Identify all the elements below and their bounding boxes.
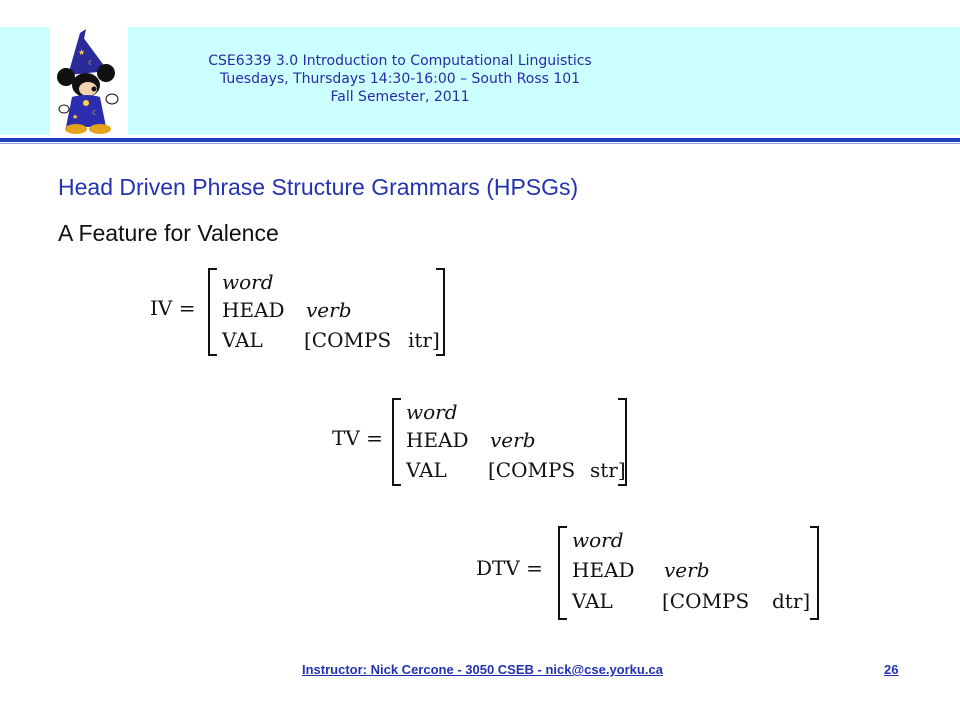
avm-left-bracket (208, 268, 217, 356)
wizard-mouse-logo-icon: ★ ☾ ★ ☾ (50, 27, 128, 135)
header-divider-thin (0, 143, 960, 144)
avm-left-bracket (392, 398, 401, 486)
instructor-contact-link[interactable]: Instructor: Nick Cercone - 3050 CSEB - n… (302, 662, 663, 677)
course-schedule: Tuesdays, Thursdays 14:30-16:00 – South … (219, 71, 581, 87)
avm-comps-val: itr] (408, 328, 440, 352)
avm-head-val: verb (664, 558, 710, 582)
avm-dtv: DTV = word HEAD verb VAL [COMPS dtr] (476, 526, 826, 622)
avm-comps: [COMPS (662, 589, 750, 613)
svg-text:☾: ☾ (92, 109, 98, 117)
avm-head-attr: HEAD (572, 558, 635, 582)
avm-head-val: verb (306, 298, 352, 322)
avm-type: word (406, 400, 458, 424)
page-number-link[interactable]: 26 (884, 662, 899, 677)
avm-val-attr: VAL (222, 328, 263, 352)
avm-type: word (222, 270, 274, 294)
avm-lhs: DTV = (476, 556, 543, 580)
svg-text:★: ★ (72, 113, 78, 121)
svg-text:☾: ☾ (88, 59, 94, 67)
avm-type: word (572, 528, 624, 552)
slide-subtitle: A Feature for Valence (58, 220, 279, 246)
avm-comps-val: str] (590, 458, 626, 482)
avm-head-attr: HEAD (222, 298, 285, 322)
header-band (0, 27, 960, 135)
avm-head-attr: HEAD (406, 428, 469, 452)
avm-right-bracket (618, 398, 627, 486)
course-info: CSE6339 3.0 Introduction to Computationa… (130, 52, 670, 106)
avm-val-attr: VAL (572, 589, 613, 613)
avm-comps: [COMPS (488, 458, 576, 482)
avm-lhs: IV = (150, 296, 196, 320)
course-title: CSE6339 3.0 Introduction to Computationa… (208, 53, 592, 69)
avm-left-bracket (558, 526, 567, 620)
slide-title: Head Driven Phrase Structure Grammars (H… (58, 174, 579, 200)
avm-comps: [COMPS (304, 328, 392, 352)
avm-val-attr: VAL (406, 458, 447, 482)
course-semester: Fall Semester, 2011 (330, 89, 470, 105)
avm-lhs: TV = (332, 426, 383, 450)
avm-comps-val: dtr] (772, 589, 811, 613)
avm-tv: TV = word HEAD verb VAL [COMPS str] (332, 398, 632, 488)
header-divider (0, 138, 960, 142)
avm-iv: IV = word HEAD verb VAL [COMPS itr] (150, 268, 450, 358)
avm-right-bracket (810, 526, 819, 620)
avm-right-bracket (436, 268, 445, 356)
avm-head-val: verb (490, 428, 536, 452)
svg-text:★: ★ (78, 48, 85, 57)
